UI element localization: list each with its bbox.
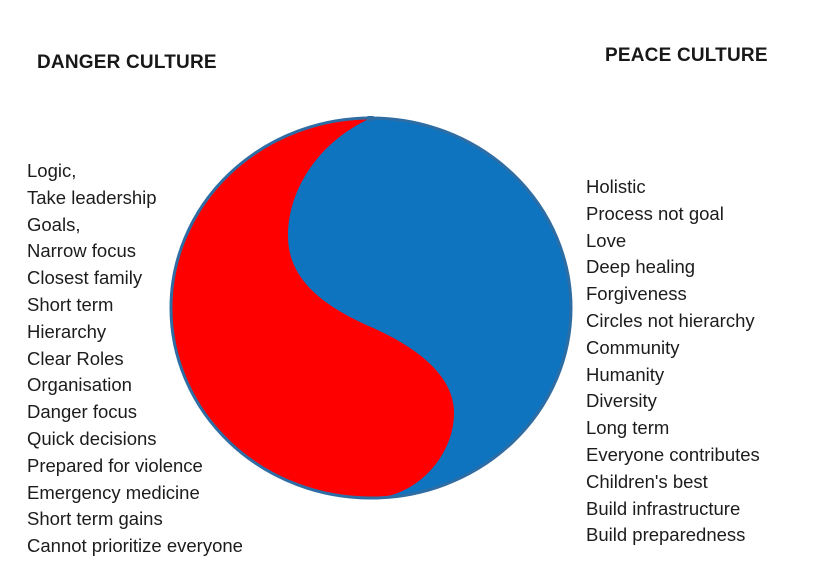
list-item: Quick decisions — [27, 427, 157, 449]
list-item: Prepared for violence — [27, 454, 203, 476]
danger-culture-trait-list: Logic, Take leadership Goals, Narrow foc… — [27, 158, 243, 560]
list-item: Logic, — [27, 160, 77, 181]
list-item: Holistic — [586, 176, 646, 197]
list-item: Community — [586, 336, 680, 358]
list-item: Deep healing — [586, 256, 696, 278]
danger-culture-heading: DANGER CULTURE — [37, 52, 217, 73]
list-item: Build infrastructure — [586, 497, 741, 519]
list-item: Love — [586, 229, 627, 251]
list-item: Hierarchy — [27, 320, 107, 342]
list-item: Build preparedness — [586, 524, 746, 546]
yin-yang-diagram — [168, 112, 574, 504]
list-item: Long term — [586, 417, 670, 439]
list-item: Process not goal — [586, 202, 724, 224]
list-item: Organisation — [27, 374, 132, 396]
danger-half-red — [171, 118, 454, 498]
list-item: Cannot prioritize everyone — [27, 535, 243, 557]
list-item: Clear Roles — [27, 347, 124, 369]
list-item: Short term — [27, 293, 114, 315]
list-item: Narrow focus — [27, 240, 136, 262]
list-item: Diversity — [586, 390, 657, 412]
peace-culture-trait-list: Holistic Process not goal Love Deep heal… — [586, 174, 760, 549]
list-item: Danger focus — [27, 401, 138, 423]
list-item: Children's best — [586, 470, 708, 492]
list-item: Everyone contributes — [586, 443, 760, 465]
list-item: Closest family — [27, 267, 143, 289]
top-notch-mark — [367, 116, 374, 121]
list-item: Forgiveness — [586, 283, 687, 305]
list-item: Humanity — [586, 363, 665, 385]
list-item: Circles not hierarchy — [586, 309, 755, 331]
list-item: Emergency medicine — [27, 481, 200, 503]
list-item: Short term gains — [27, 508, 163, 530]
list-item: Take leadership — [27, 186, 157, 208]
list-item: Goals, — [27, 213, 81, 235]
yin-yang-svg — [169, 116, 573, 500]
peace-culture-heading: PEACE CULTURE — [605, 45, 768, 66]
